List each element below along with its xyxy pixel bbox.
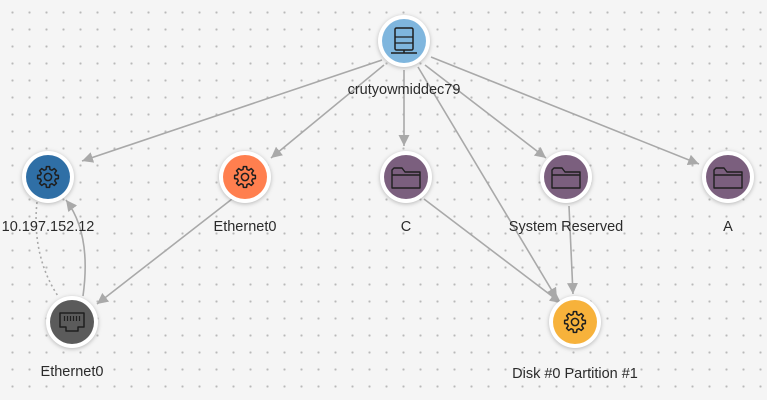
- gear-icon: [36, 165, 60, 189]
- node-label: A: [723, 219, 733, 235]
- node-fill: [544, 155, 588, 199]
- network-port-icon: [59, 312, 85, 332]
- folder-icon: [551, 167, 581, 189]
- edge-host-to-a: [430, 56, 700, 166]
- node-host[interactable]: crutyowmiddec79: [348, 15, 461, 98]
- gear-icon: [563, 310, 587, 334]
- node-a[interactable]: A: [702, 151, 754, 235]
- folder-icon: [713, 167, 743, 189]
- node-fill: [382, 19, 426, 63]
- edge-host-to-ip: [81, 59, 383, 163]
- node-c[interactable]: C: [380, 151, 432, 235]
- node-label: System Reserved: [509, 219, 623, 235]
- node-label: crutyowmiddec79: [348, 82, 461, 98]
- node-fill: [553, 300, 597, 344]
- node-label: 10.197.152.12: [2, 219, 95, 235]
- edge-ip-to-eth-port: [35, 201, 59, 297]
- node-fill: [50, 300, 94, 344]
- node-fill: [706, 155, 750, 199]
- edge-eth-mid-to-eth-port: [96, 198, 233, 305]
- edge-host-to-eth-mid: [270, 64, 385, 159]
- node-eth-mid[interactable]: Ethernet0: [214, 151, 277, 235]
- edge-host-to-disk: [417, 66, 558, 300]
- node-eth-port[interactable]: Ethernet0: [41, 296, 104, 380]
- gear-icon: [233, 165, 257, 189]
- node-fill: [26, 155, 70, 199]
- folder-icon: [391, 167, 421, 189]
- edges-layer: [35, 56, 700, 305]
- server-icon: [391, 27, 417, 54]
- node-label: C: [401, 219, 411, 235]
- node-fill: [384, 155, 428, 199]
- node-label: Disk #0 Partition #1: [512, 366, 638, 382]
- edge-sysres-to-disk: [567, 205, 578, 295]
- edge-host-to-sysres: [424, 64, 547, 159]
- node-fill: [223, 155, 267, 199]
- node-ip[interactable]: 10.197.152.12: [2, 151, 95, 235]
- edge-eth-port-to-ip: [65, 199, 86, 297]
- edge-c-to-disk: [423, 198, 562, 304]
- node-sysres[interactable]: System Reserved: [509, 151, 623, 235]
- node-label: Ethernet0: [214, 219, 277, 235]
- node-disk[interactable]: Disk #0 Partition #1: [512, 296, 638, 382]
- node-label: Ethernet0: [41, 364, 104, 380]
